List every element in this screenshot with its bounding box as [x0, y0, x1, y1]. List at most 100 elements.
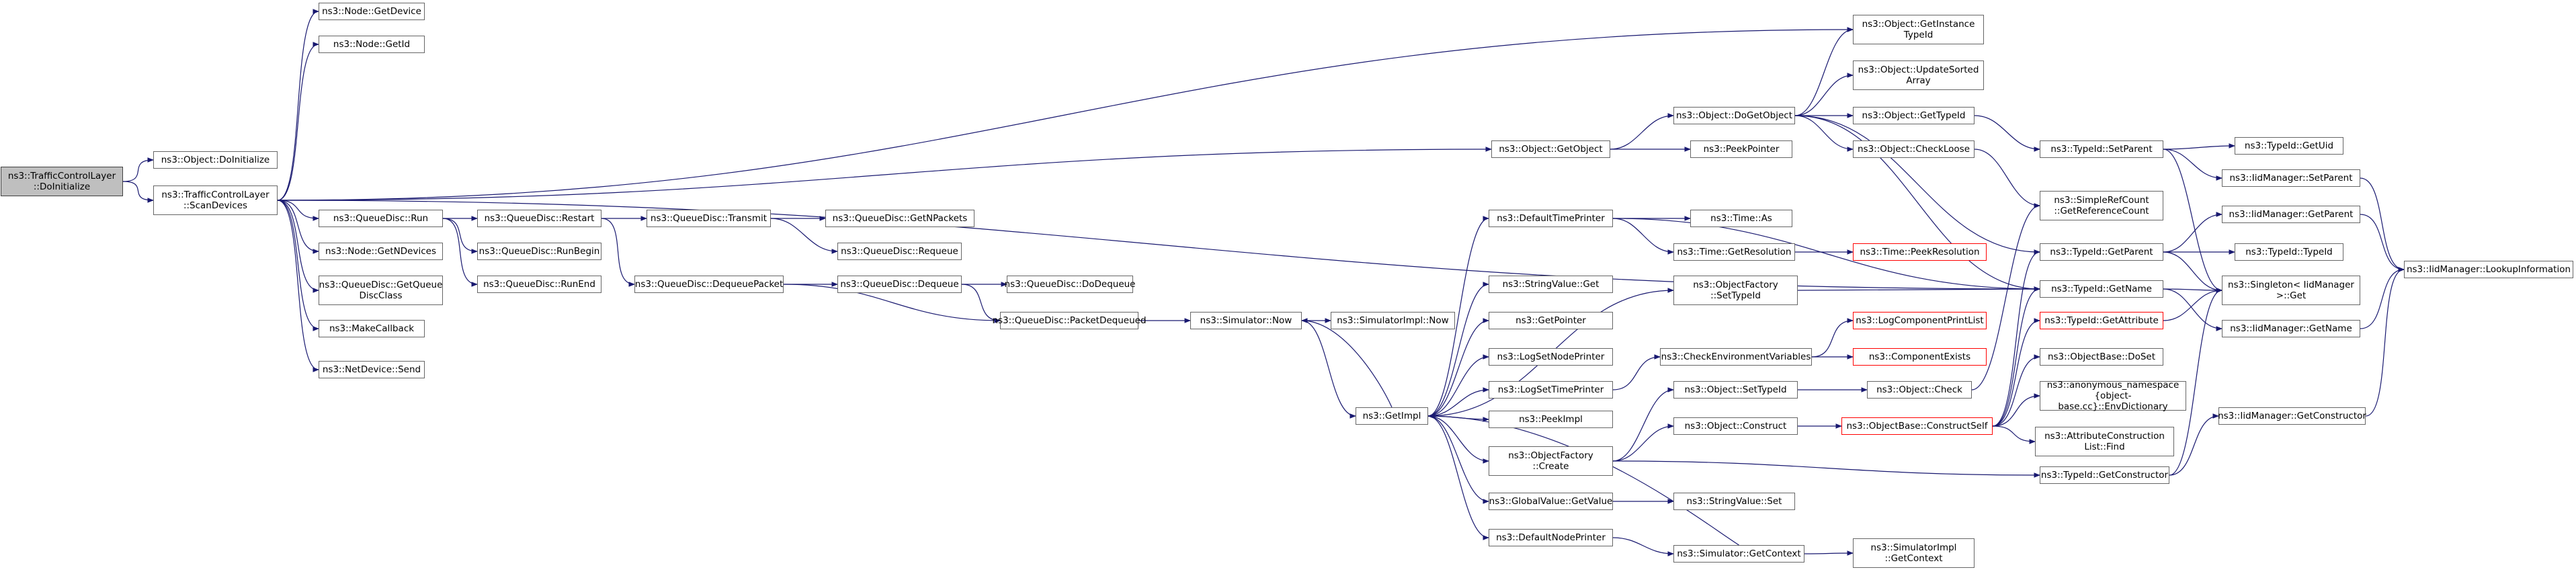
- node-time-as[interactable]: ns3::Time::As: [1690, 210, 1792, 227]
- node-queuedisc-getnpackets[interactable]: ns3::QueueDisc::GetNPackets: [825, 210, 974, 227]
- node-queuedisc-dequeue[interactable]: ns3::QueueDisc::Dequeue: [837, 276, 962, 293]
- node-simplerefcount-getreferencecount[interactable]: ns3::SimpleRefCount ::GetReferenceCount: [2040, 191, 2163, 220]
- edge-trafficcontrollayer-scandevices-to-node-getdevice: [277, 9, 319, 201]
- node-queuedisc-runend[interactable]: ns3::QueueDisc::RunEnd: [477, 276, 601, 293]
- edge-trafficcontrollayer-scandevices-to-queuedisc-getqueuediscclass: [277, 200, 319, 293]
- node-stringvalue-set[interactable]: ns3::StringValue::Set: [1673, 493, 1795, 510]
- edge-objectfactory-create-to-typeid-getconstructor: [1612, 460, 2040, 478]
- edge-queuedisc-run-to-queuedisc-runend: [442, 218, 478, 287]
- node-queuedisc-transmit[interactable]: ns3::QueueDisc::Transmit: [647, 210, 771, 227]
- node-time-getresolution[interactable]: ns3::Time::GetResolution: [1673, 243, 1795, 261]
- node-makecallback[interactable]: ns3::MakeCallback: [319, 320, 425, 337]
- edge-trafficcontrollayer-scandevices-to-node-getid: [277, 42, 319, 201]
- node-object-dogetobject[interactable]: ns3::Object::DoGetObject: [1673, 107, 1795, 124]
- node-node-getdevice[interactable]: ns3::Node::GetDevice: [319, 3, 425, 20]
- node-object-updatesortedarray[interactable]: ns3::Object::UpdateSorted Array: [1853, 60, 1984, 90]
- node-objectfactory-create[interactable]: ns3::ObjectFactory ::Create: [1489, 446, 1613, 476]
- node-singleton-get[interactable]: ns3::Singleton< IidManager >::Get: [2222, 276, 2360, 305]
- node-objectfactory-settypeid[interactable]: ns3::ObjectFactory ::SetTypeId: [1673, 276, 1798, 305]
- edge-getimpl-to-objectfactory-create: [1427, 415, 1489, 464]
- node-simulator-getcontext[interactable]: ns3::Simulator::GetContext: [1673, 545, 1804, 563]
- node-iidmanager-setparent[interactable]: ns3::IidManager::SetParent: [2222, 169, 2360, 187]
- node-typeid-getparent[interactable]: ns3::TypeId::GetParent: [2040, 243, 2163, 261]
- node-queuedisc-requeue[interactable]: ns3::QueueDisc::Requeue: [837, 243, 962, 260]
- node-logsettimeprinter[interactable]: ns3::LogSetTimePrinter: [1489, 381, 1613, 399]
- node-object-checkloose[interactable]: ns3::Object::CheckLoose: [1853, 140, 1975, 158]
- node-logsetnodeprinter[interactable]: ns3::LogSetNodePrinter: [1489, 348, 1613, 366]
- node-trafficcontrollayer-doinitialize[interactable]: ns3::TrafficControlLayer ::DoInitialize: [1, 167, 123, 196]
- node-globalvalue-getvalue[interactable]: ns3::GlobalValue::GetValue: [1489, 493, 1613, 510]
- node-iidmanager-getparent[interactable]: ns3::IidManager::GetParent: [2222, 206, 2360, 223]
- edge-getimpl-to-defaulttimeprinter: [1427, 216, 1489, 417]
- edge-trafficcontrollayer-scandevices-to-queuedisc-run: [277, 200, 319, 221]
- node-iidmanager-getconstructor[interactable]: ns3::IidManager::GetConstructor: [2218, 407, 2366, 425]
- node-typeid-typeid[interactable]: ns3::TypeId::TypeId: [2235, 243, 2343, 261]
- edge-trafficcontrollayer-scandevices-to-makecallback: [277, 200, 319, 331]
- node-object-getinstancetypeid[interactable]: ns3::Object::GetInstance TypeId: [1853, 15, 1984, 44]
- node-getpointer[interactable]: ns3::GetPointer: [1489, 312, 1613, 329]
- node-queuedisc-runbegin[interactable]: ns3::QueueDisc::RunBegin: [477, 243, 601, 260]
- node-queuedisc-run[interactable]: ns3::QueueDisc::Run: [319, 210, 443, 227]
- edge-queuedisc-transmit-to-queuedisc-requeue: [770, 218, 838, 254]
- edge-objectfactory-create-to-object-construct: [1612, 423, 1674, 462]
- node-node-getid[interactable]: ns3::Node::GetId: [319, 36, 425, 53]
- node-netdevice-send[interactable]: ns3::NetDevice::Send: [319, 361, 425, 378]
- edge-objectfactory-create-to-object-settypeid: [1612, 387, 1674, 462]
- node-queuedisc-dodequeue[interactable]: ns3::QueueDisc::DoDequeue: [1005, 276, 1136, 293]
- edge-iidmanager-setparent-to-iidmanager-lookupinformation: [2360, 177, 2405, 272]
- node-object-check[interactable]: ns3::Object::Check: [1867, 381, 1972, 399]
- node-objectbase-doset[interactable]: ns3::ObjectBase::DoSet: [2040, 348, 2163, 366]
- node-object-settypeid[interactable]: ns3::Object::SetTypeId: [1673, 381, 1798, 399]
- edge-defaulttimeprinter-to-typeid-getname: [1612, 218, 2040, 292]
- edge-typeid-getname-to-iidmanager-getname: [2163, 288, 2222, 331]
- edge-typeid-setparent-to-typeid-getuid: [2163, 143, 2235, 150]
- node-queuedisc-dequeuepacket[interactable]: ns3::QueueDisc::DequeuePacket: [634, 276, 784, 293]
- node-iidmanager-lookupinformation[interactable]: ns3::IidManager::LookupInformation: [2404, 261, 2573, 278]
- node-object-construct[interactable]: ns3::Object::Construct: [1673, 417, 1798, 435]
- node-object-doinitialize[interactable]: ns3::Object::DoInitialize: [153, 151, 278, 169]
- edge-object-dogetobject-to-typeid-getname: [1794, 115, 2040, 292]
- edge-typeid-setparent-to-singleton-get: [2163, 149, 2222, 293]
- node-anon-envdictionary[interactable]: ns3::anonymous_namespace {object-base.cc…: [2040, 380, 2186, 412]
- node-object-getobject[interactable]: ns3::Object::GetObject: [1491, 140, 1610, 158]
- edge-iidmanager-getparent-to-iidmanager-lookupinformation: [2360, 214, 2405, 272]
- node-componentexists[interactable]: ns3::ComponentExists: [1853, 348, 1987, 366]
- node-simulatorimpl-getcontext[interactable]: ns3::SimulatorImpl ::GetContext: [1853, 538, 1975, 568]
- node-object-gettypeid[interactable]: ns3::Object::GetTypeId: [1853, 107, 1975, 124]
- node-queuedisc-packetdequeued[interactable]: ns3::QueueDisc::PacketDequeued: [992, 312, 1147, 329]
- node-attributeconstructionlist-find[interactable]: ns3::AttributeConstruction List::Find: [2035, 427, 2174, 456]
- node-typeid-setparent[interactable]: ns3::TypeId::SetParent: [2040, 140, 2163, 158]
- node-defaultnodeprinter[interactable]: ns3::DefaultNodePrinter: [1489, 529, 1613, 546]
- edge-object-dogetobject-to-typeid-getparent: [1794, 115, 2040, 255]
- edge-logsettimeprinter-to-checkenvironmentvariables: [1612, 354, 1661, 390]
- node-iidmanager-getname[interactable]: ns3::IidManager::GetName: [2222, 320, 2360, 337]
- edge-typeid-getname-to-singleton-get: [2163, 288, 2222, 293]
- node-simulatorimpl-now[interactable]: ns3::SimulatorImpl::Now: [1331, 312, 1455, 329]
- node-trafficcontrollayer-scandevices[interactable]: ns3::TrafficControlLayer ::ScanDevices: [153, 185, 278, 215]
- node-simulator-now[interactable]: ns3::Simulator::Now: [1190, 312, 1302, 329]
- node-typeid-getattribute[interactable]: ns3::TypeId::GetAttribute: [2040, 312, 2163, 329]
- edge-getimpl-to-simulator-now: [1301, 318, 1393, 408]
- node-defaulttimeprinter[interactable]: ns3::DefaultTimePrinter: [1489, 210, 1613, 227]
- node-logcomponentprintlist[interactable]: ns3::LogComponentPrintList: [1853, 312, 1987, 329]
- node-typeid-getconstructor[interactable]: ns3::TypeId::GetConstructor: [2040, 466, 2169, 484]
- edge-typeid-getconstructor-to-singleton-get: [2169, 288, 2222, 476]
- node-objectbase-constructself[interactable]: ns3::ObjectBase::ConstructSelf: [1841, 417, 1993, 435]
- node-stringvalue-get[interactable]: ns3::StringValue::Get: [1489, 276, 1613, 293]
- node-time-peekresolution[interactable]: ns3::Time::PeekResolution: [1853, 243, 1987, 261]
- node-getimpl[interactable]: ns3::GetImpl: [1356, 407, 1428, 425]
- node-peekimpl[interactable]: ns3::PeekImpl: [1489, 411, 1613, 428]
- node-checkenvironmentvariables[interactable]: ns3::CheckEnvironmentVariables: [1660, 348, 1812, 366]
- edge-object-dogetobject-to-object-getinstancetypeid: [1794, 27, 1854, 116]
- node-typeid-getuid[interactable]: ns3::TypeId::GetUid: [2235, 137, 2343, 155]
- node-typeid-getname[interactable]: ns3::TypeId::GetName: [2040, 280, 2163, 298]
- node-queuedisc-getqueuediscclass[interactable]: ns3::QueueDisc::GetQueue DiscClass: [319, 276, 443, 305]
- edge-objectbase-constructself-to-anon-envdictionary: [1992, 393, 2040, 427]
- edge-simulator-getcontext-to-getimpl: [1427, 413, 1739, 546]
- node-peekpointer[interactable]: ns3::PeekPointer: [1690, 140, 1792, 158]
- node-node-getndevices[interactable]: ns3::Node::GetNDevices: [319, 243, 443, 260]
- edge-objectbase-constructself-to-objectbase-doset: [1992, 354, 2040, 427]
- node-queuedisc-restart[interactable]: ns3::QueueDisc::Restart: [477, 210, 601, 227]
